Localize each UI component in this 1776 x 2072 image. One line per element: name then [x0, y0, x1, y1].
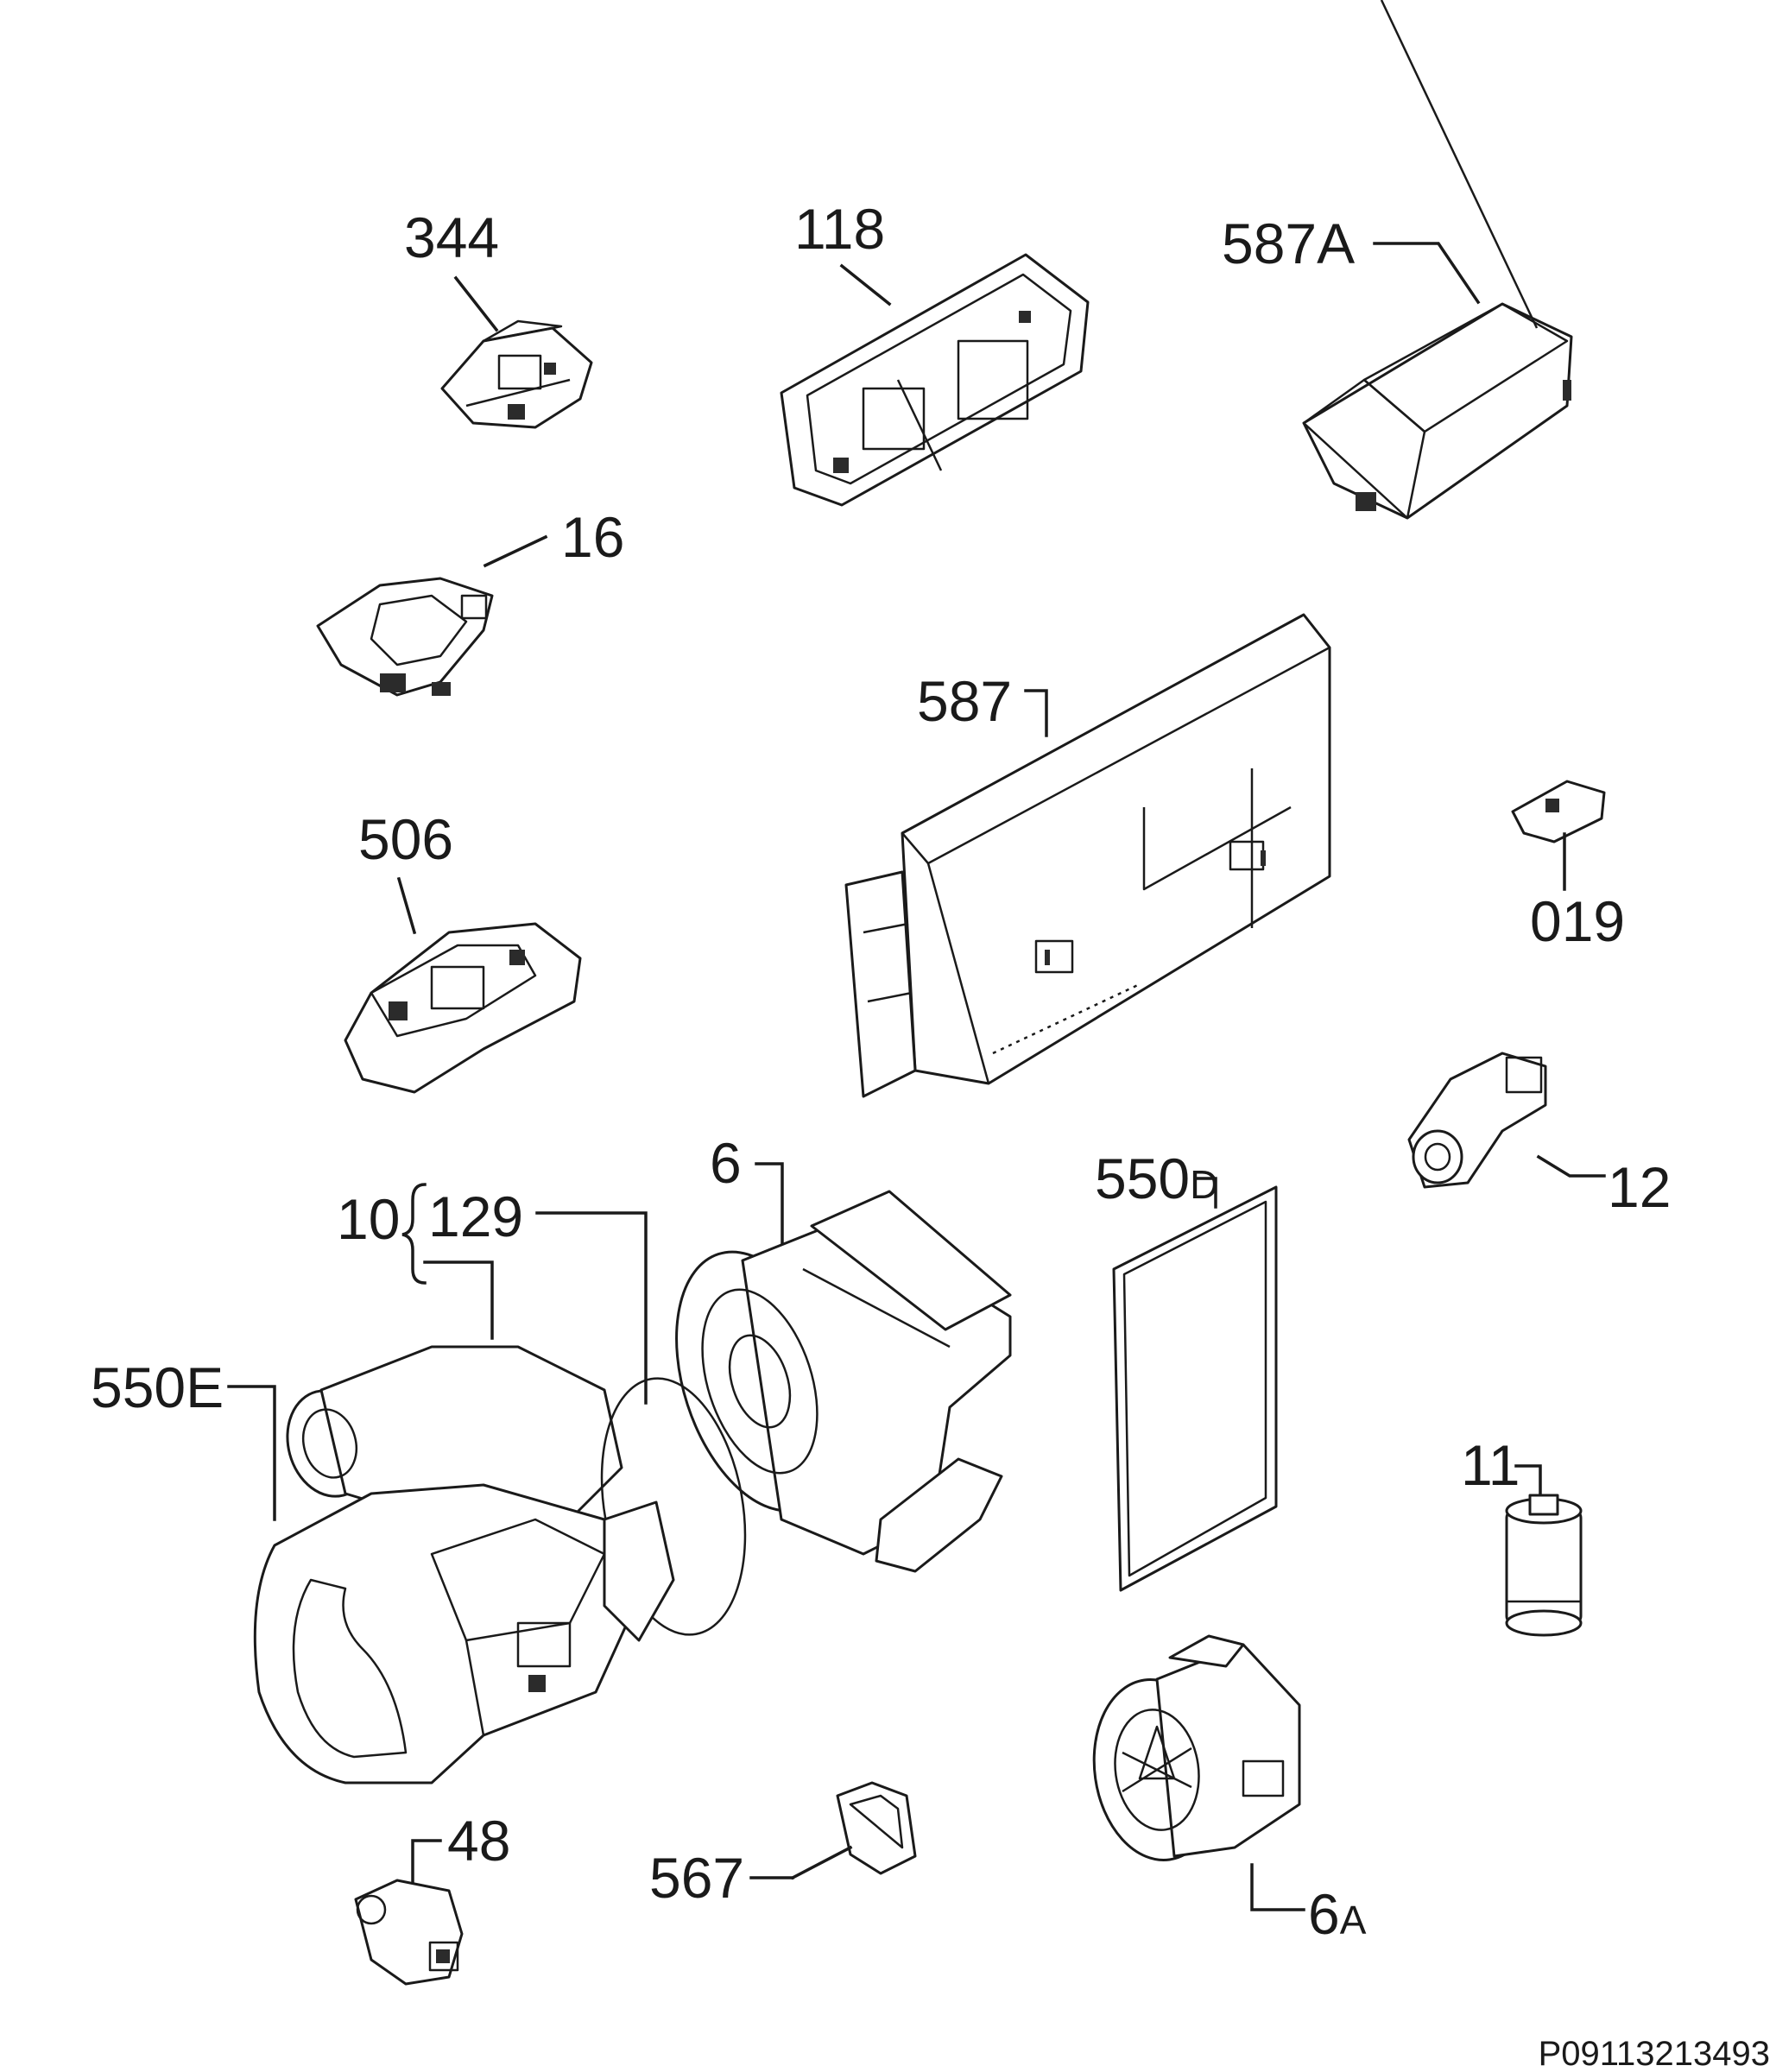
label-6a: 6A [1308, 1882, 1367, 1946]
label-11: 11 [1461, 1433, 1520, 1497]
part-16: 16 [316, 505, 624, 697]
leader-567 [790, 1845, 853, 1880]
leader-16 [483, 534, 548, 568]
label-587a: 587A [1222, 212, 1355, 275]
leader-6a [1250, 1863, 1305, 1911]
label-118: 118 [794, 197, 885, 261]
part-019: 019 [1511, 780, 1625, 953]
leader-48 [411, 1839, 442, 1892]
part-567: 567 [649, 1781, 917, 1910]
part-587: 587 [844, 613, 1331, 1098]
leader-129 [535, 1211, 648, 1405]
part-6: 6 [675, 1131, 1012, 1573]
part-12: 12 [1407, 1052, 1671, 1219]
leader-550e [227, 1385, 276, 1521]
label-550d: 550D [1095, 1147, 1218, 1210]
label-12: 12 [1608, 1155, 1671, 1219]
part-118: 118 [780, 197, 1090, 507]
part-344: 344 [404, 205, 593, 429]
leader-506 [396, 876, 417, 935]
leader-587a [1373, 242, 1481, 305]
label-550e: 550E [91, 1355, 224, 1419]
part-587a: 587A [1222, 0, 1573, 520]
part-550e: 550E [91, 1345, 747, 1785]
leader-550d [1194, 1177, 1217, 1209]
label-129: 129 [428, 1184, 523, 1248]
part-11: 11 [1461, 1433, 1583, 1637]
label-019: 019 [1530, 889, 1625, 953]
part-10-129: 10 129 [337, 1183, 648, 1405]
brace-10 [401, 1183, 427, 1285]
label-344: 344 [404, 205, 499, 269]
label-10: 10 [337, 1187, 400, 1251]
part-6a: 6A [1092, 1634, 1367, 1946]
leader-10 [423, 1260, 494, 1340]
label-48: 48 [447, 1809, 510, 1873]
label-16: 16 [561, 505, 624, 569]
label-506: 506 [358, 807, 453, 871]
leader-6 [755, 1162, 784, 1245]
leader-12 [1536, 1154, 1606, 1178]
leader-587 [1024, 689, 1048, 737]
leader-344 [453, 275, 499, 332]
label-6: 6 [710, 1131, 742, 1195]
part-550d: 550D [1095, 1147, 1278, 1592]
part-48: 48 [354, 1809, 510, 1986]
label-567: 567 [649, 1846, 744, 1910]
leader-118 [839, 263, 892, 306]
document-id: P09113213493 [1539, 2035, 1770, 2072]
label-587: 587 [917, 669, 1012, 733]
part-506: 506 [344, 807, 582, 1094]
leader-11 [1514, 1464, 1542, 1500]
